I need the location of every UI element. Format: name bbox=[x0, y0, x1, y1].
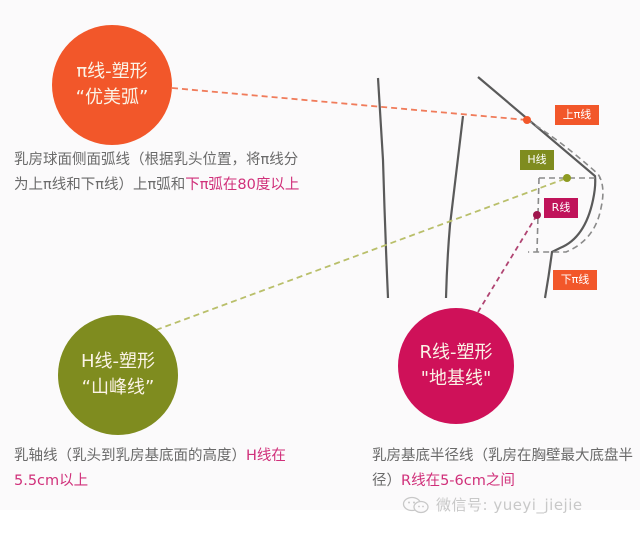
r-circle-title: R线-塑形 bbox=[419, 342, 493, 363]
h-connector bbox=[155, 177, 568, 331]
r-line-circle: R线-塑形 "地基线" bbox=[398, 308, 514, 424]
r-description: 乳房基底半径线（乳房在胸壁最大底盘半径）R线在5-6cm之间 bbox=[372, 444, 640, 494]
pi-connector bbox=[171, 87, 528, 121]
upper-pi-point bbox=[523, 116, 531, 124]
r-line-tag: R线 bbox=[544, 198, 578, 218]
r-circle-subtitle: "地基线" bbox=[420, 368, 492, 389]
upper-pi-tag: 上π线 bbox=[555, 105, 599, 125]
r-description-text: 乳房基底半径线（乳房在胸壁最大底盘半径） bbox=[372, 448, 633, 489]
h-point bbox=[563, 174, 571, 182]
pi-circle-subtitle: “优美弧” bbox=[75, 87, 149, 108]
h-description-text: 乳轴线（乳头到乳房基底面的高度） bbox=[14, 448, 246, 464]
lower-pi-tag: 下π线 bbox=[553, 270, 597, 290]
watermark: 微信号: yueyi_jiejie bbox=[402, 494, 583, 515]
r-connector bbox=[477, 214, 538, 313]
pi-circle-title: π线-塑形 bbox=[76, 61, 148, 82]
pi-description-text: 乳房球面侧面弧线（根据乳头位置，将π线分为上π线和下π线）上π弧和 bbox=[14, 152, 299, 193]
pi-description: 乳房球面侧面弧线（根据乳头位置，将π线分为上π线和下π线）上π弧和下π弧在80度… bbox=[14, 148, 304, 198]
h-circle-title: H线-塑形 bbox=[80, 351, 156, 372]
pi-arc-guide bbox=[526, 119, 604, 253]
h-line-tag: H线 bbox=[520, 150, 554, 170]
r-description-highlight: R线在5-6cm之间 bbox=[401, 473, 515, 489]
watermark-text: 微信号: yueyi_jiejie bbox=[436, 496, 583, 514]
h-description-highlight: H线在5.5cm以上 bbox=[14, 448, 286, 489]
torso-line bbox=[444, 115, 465, 299]
h-line-circle: H线-塑形 “山峰线” bbox=[58, 315, 178, 435]
h-description: 乳轴线（乳头到乳房基底面的高度）H线在5.5cm以上 bbox=[14, 444, 304, 494]
back-body-line bbox=[376, 77, 390, 299]
pi-line-circle: π线-塑形 “优美弧” bbox=[52, 25, 172, 145]
wechat-icon bbox=[402, 496, 429, 513]
h-circle-subtitle: “山峰线” bbox=[81, 377, 155, 398]
breast-outline bbox=[477, 76, 597, 299]
pi-description-highlight: 下π弧在80度以上 bbox=[185, 177, 300, 193]
r-line-guide bbox=[536, 177, 540, 253]
r-point bbox=[533, 211, 541, 219]
